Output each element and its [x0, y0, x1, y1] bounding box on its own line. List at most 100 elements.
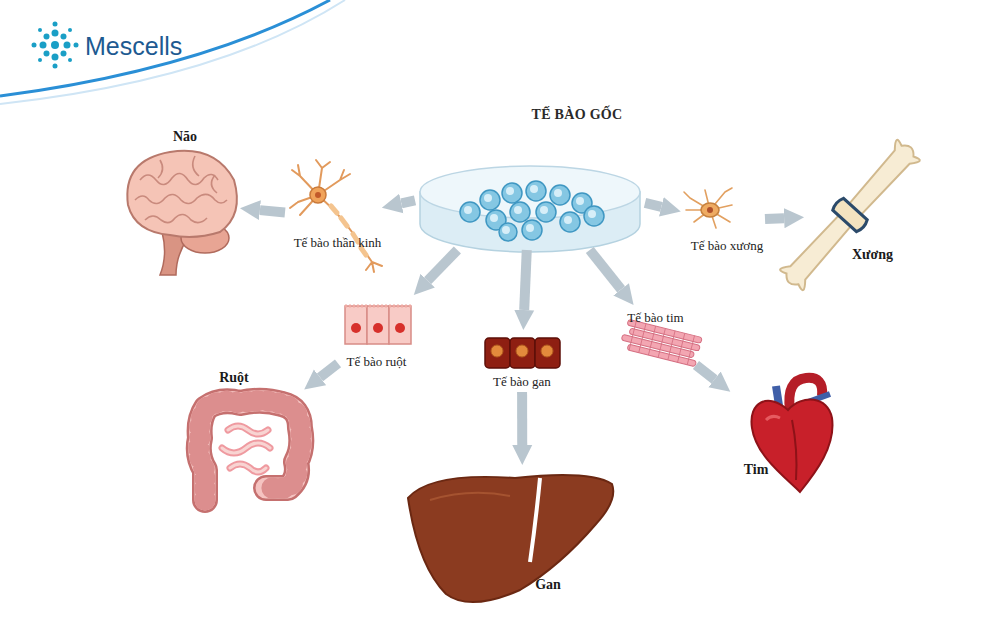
- liver-cells-part: [516, 345, 528, 357]
- petri-dish-part: [526, 224, 534, 232]
- petri-dish-part: [584, 206, 604, 226]
- petri-dish-part: [530, 185, 538, 193]
- petri-dish-part: [502, 226, 510, 234]
- block-arrow: [590, 250, 621, 289]
- header-sweep: [0, 0, 345, 104]
- logo-mark-part: [68, 28, 72, 32]
- nerve-cell-part: [290, 160, 350, 215]
- cell-or-organ-node: Tế bào xương: [675, 185, 765, 257]
- node-label: Tế bào gan: [472, 374, 572, 390]
- cell-or-organ-node: Tế bào ruột: [338, 295, 415, 372]
- petri-dish-part: [514, 206, 522, 214]
- intestinal-cells-part: [345, 306, 367, 344]
- petri-dish-part: [480, 190, 500, 210]
- logo-mark-part: [53, 64, 58, 69]
- liver-part: [408, 475, 613, 602]
- intestine-part: [199, 401, 302, 500]
- diagram-heading: TẾ BÀO GỐC: [527, 107, 627, 123]
- block-arrow: [645, 203, 661, 207]
- liver-cells-part: [491, 345, 503, 357]
- intestine-part: [199, 401, 302, 500]
- block-arrow: [524, 250, 527, 310]
- logo-mark: [32, 22, 79, 69]
- petri-dish: [420, 166, 640, 252]
- intestinal-cells-part: [389, 306, 411, 344]
- node-label: Tim: [736, 462, 776, 478]
- logo-mark-part: [61, 51, 67, 57]
- node-label: Tế bào xương: [673, 238, 781, 254]
- brain-part: [135, 156, 227, 223]
- cell-or-organ-node: Ruột: [180, 370, 305, 505]
- brain-part: [135, 194, 227, 203]
- bone-part: [831, 197, 868, 233]
- node-label: Ruột: [214, 370, 254, 386]
- logo-mark-part: [68, 58, 72, 62]
- brand-logo-text: Mescells: [85, 31, 182, 61]
- heart-part: [792, 420, 797, 480]
- petri-dish-part: [490, 214, 498, 222]
- petri-dish-part: [460, 202, 480, 222]
- node-label: Tế bào tim: [603, 310, 708, 326]
- brain-part: [145, 214, 207, 222]
- petri-dish-part: [506, 187, 514, 195]
- petri-dish-part: [464, 206, 472, 214]
- petri-dish-part: [484, 194, 492, 202]
- cell-or-organ-node: Xương: [800, 145, 910, 285]
- intestinal-cells-part: [373, 323, 383, 333]
- petri-dish-part: [464, 185, 596, 234]
- liver: [408, 475, 613, 602]
- liver-cells: [485, 338, 560, 368]
- logo-mark-part: [40, 42, 47, 49]
- intestinal-cells-part: [345, 305, 411, 308]
- cell-or-organ-node: Gan: [425, 465, 620, 605]
- bone-cell-part: [684, 188, 732, 228]
- liver-cells-part: [485, 338, 510, 368]
- intestine-part: [222, 426, 270, 472]
- cell-or-organ-node: Tế bào tim: [605, 305, 710, 365]
- heart-cells: [619, 319, 702, 367]
- petri-dish-part: [576, 197, 584, 205]
- liver-cells-part: [510, 338, 535, 368]
- petri-dish-part: [560, 212, 580, 232]
- node-label: Gan: [523, 577, 573, 593]
- nerve-cell-part: [315, 192, 321, 198]
- logo-mark-part: [64, 42, 71, 49]
- cell-or-organ-node: Tế bào gan: [478, 330, 566, 392]
- node-label: Tế bào ruột: [328, 354, 425, 370]
- liver-part: [430, 493, 510, 500]
- petri-dish-part: [540, 206, 548, 214]
- bone-cell-part: [707, 207, 713, 213]
- petri-dish-part: [564, 216, 572, 224]
- brain-part: [140, 173, 218, 184]
- logo-mark-part: [53, 22, 58, 27]
- bone-cell: [684, 188, 732, 228]
- intestine: [199, 401, 302, 500]
- petri-dish-part: [536, 202, 556, 222]
- node-label: Xương: [845, 247, 900, 263]
- nerve-cell-part: [331, 206, 337, 213]
- logo-mark-part: [38, 28, 42, 32]
- petri-dish-part: [526, 181, 546, 201]
- block-arrow: [260, 210, 285, 212]
- petri-dish-part: [550, 185, 570, 205]
- block-arrow: [696, 365, 715, 379]
- liver-cells-part: [541, 345, 553, 357]
- intestinal-cells-part: [367, 306, 389, 344]
- block-arrow: [320, 363, 338, 377]
- bone-cell-part: [701, 203, 719, 217]
- brain-part: [127, 151, 237, 237]
- nerve-cell-part: [341, 218, 347, 226]
- logo-mark-part: [44, 51, 50, 57]
- header-sweep-part: [0, 0, 345, 104]
- petri-dish-part: [522, 220, 542, 240]
- block-arrow: [428, 250, 458, 281]
- block-arrow: [765, 213, 784, 224]
- logo-mark-part: [52, 30, 59, 37]
- node-label: Não: [165, 129, 205, 145]
- heart-part: [751, 400, 832, 492]
- cell-or-organ-node: Tim: [730, 370, 835, 495]
- nerve-cell-part: [310, 187, 326, 203]
- heart-cells-part: [629, 321, 694, 365]
- intestine-part: [222, 426, 270, 472]
